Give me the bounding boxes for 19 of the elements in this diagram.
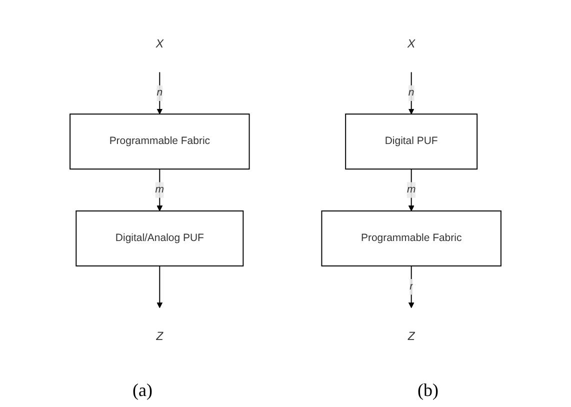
figure-caption: (b) — [417, 380, 438, 401]
arrow — [408, 265, 414, 308]
edge-label: m — [406, 184, 416, 196]
node-text: X — [156, 36, 164, 50]
arrow — [156, 72, 163, 114]
arrow — [156, 265, 163, 308]
arrow — [408, 72, 414, 114]
node-box: Programmable Fabric — [70, 114, 250, 170]
edge-label: n — [156, 87, 163, 98]
node-text: X — [407, 36, 416, 50]
node-text: Z — [408, 329, 415, 343]
node-box: Programmable Fabric — [321, 210, 502, 266]
node-text: Z — [156, 329, 164, 343]
edge-label: n — [408, 87, 414, 98]
node-box: Digital/Analog PUF — [76, 210, 244, 266]
node-box: Digital PUF — [345, 114, 478, 170]
edge-label: m — [155, 184, 164, 196]
edge-label: r — [410, 280, 414, 292]
figure-caption: (a) — [132, 380, 152, 401]
